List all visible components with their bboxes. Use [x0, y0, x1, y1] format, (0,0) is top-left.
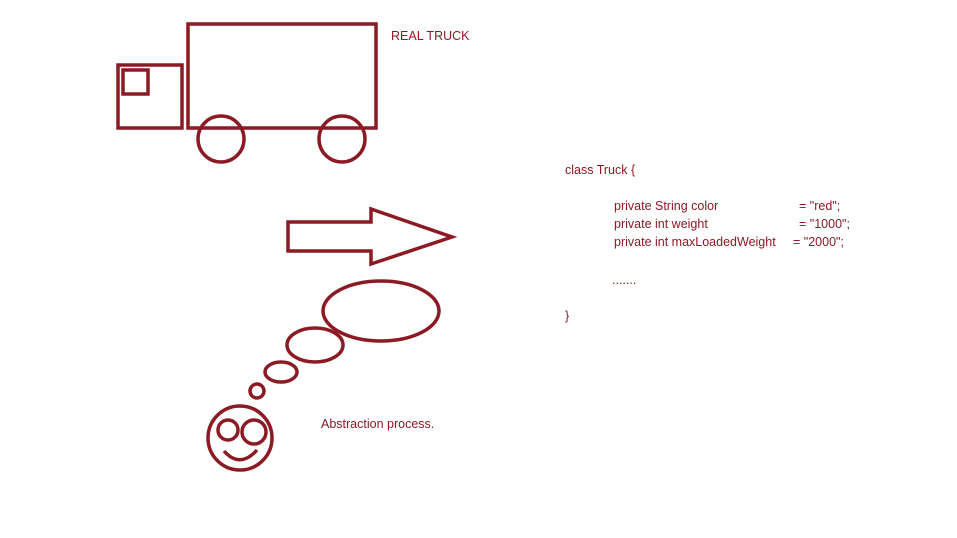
- code-class-header: class Truck {: [565, 163, 636, 177]
- code-field-declaration: private int weight: [614, 217, 708, 231]
- code-field-declaration: private String color: [614, 199, 719, 213]
- code-ellipsis: .......: [612, 273, 637, 287]
- process-caption-label: Abstraction process.: [321, 417, 435, 431]
- arrow-right-icon: [286, 206, 458, 267]
- truck-cab: [116, 63, 184, 130]
- smiley-right-eye: [240, 418, 268, 446]
- truck-window: [121, 68, 150, 96]
- truck-icon: [116, 22, 378, 164]
- smiley-mouth: [222, 448, 259, 462]
- truck-rear-wheel: [317, 114, 367, 164]
- code-closing-brace: }: [565, 309, 570, 323]
- thought-bubble-medium: [285, 326, 345, 364]
- smiley-face-icon: [206, 404, 274, 472]
- code-field-value: = "1000";: [799, 217, 850, 231]
- code-field-value: = "red";: [799, 199, 841, 213]
- thought-bubble-large: [321, 279, 441, 343]
- thought-bubble-icon: [248, 279, 441, 400]
- truck-front-wheel: [196, 114, 246, 164]
- code-field-value: = "2000";: [793, 235, 844, 249]
- truck-title-label: REAL TRUCK: [391, 29, 470, 43]
- smiley-head: [206, 404, 274, 472]
- thought-bubble-tiny: [248, 382, 266, 400]
- thought-bubble-small: [263, 360, 299, 384]
- truck-cargo-box: [186, 22, 378, 130]
- code-field-declaration: private int maxLoadedWeight: [614, 235, 776, 249]
- smiley-left-eye: [216, 418, 240, 442]
